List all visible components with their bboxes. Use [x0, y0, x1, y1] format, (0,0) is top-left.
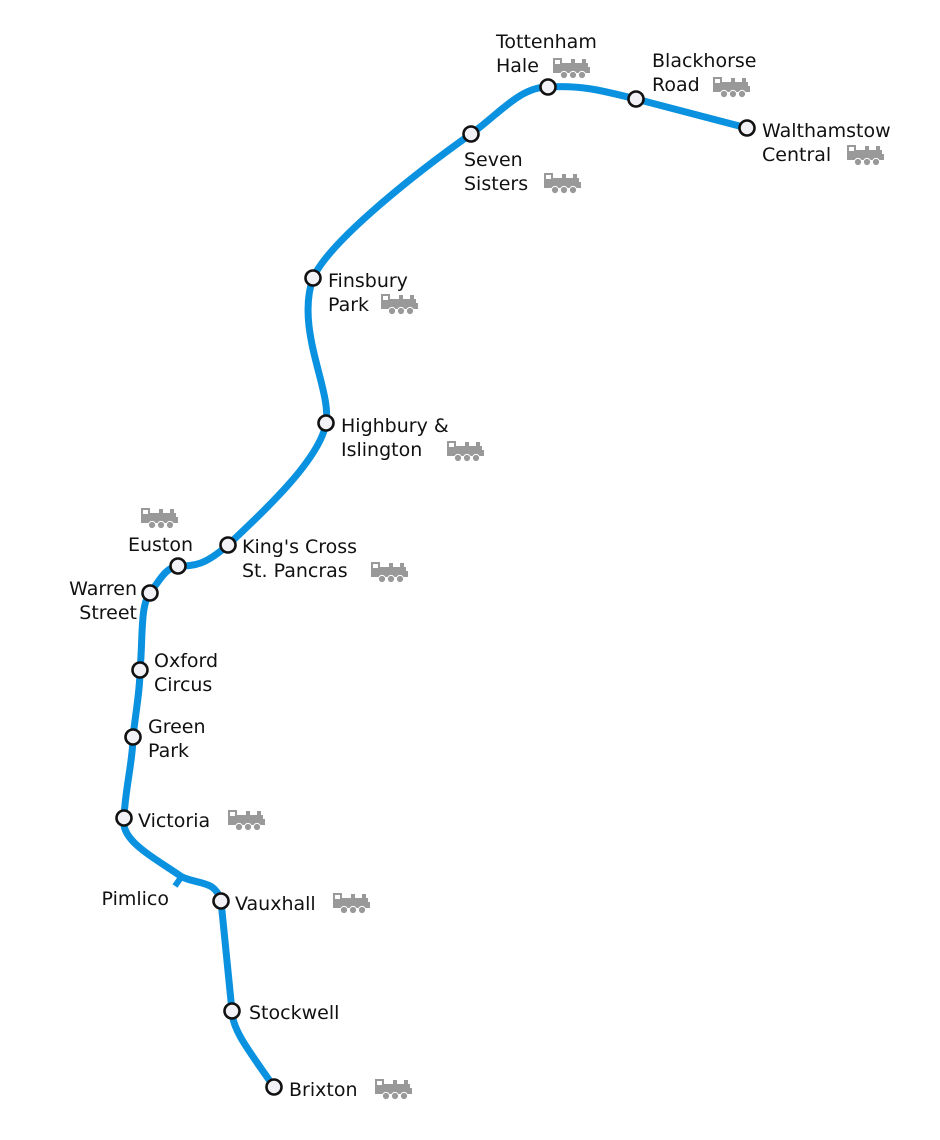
station-victoria[interactable]: Victoria	[115, 809, 266, 832]
national-rail-train-icon	[380, 293, 419, 316]
station-vauxhall[interactable]: Vauxhall	[212, 892, 371, 915]
station-marker[interactable]	[304, 269, 322, 287]
station-label-line: Finsbury	[328, 270, 408, 292]
station-euston[interactable]: Euston	[128, 507, 193, 575]
station-stockwell[interactable]: Stockwell	[223, 1002, 340, 1024]
victoria-line-route	[120, 83, 751, 1091]
station-label: Vauxhall	[235, 893, 316, 915]
station-label-line: St. Pancras	[242, 560, 348, 582]
station-label-line: Oxford	[154, 650, 218, 672]
station-label-line: Vauxhall	[235, 893, 316, 915]
station-label: Highbury &Islington	[341, 415, 449, 461]
station-tick-marker[interactable]	[172, 874, 185, 888]
station-marker[interactable]	[131, 661, 149, 679]
station-label-line: Brixton	[289, 1079, 358, 1101]
station-brixton[interactable]: Brixton	[265, 1078, 413, 1101]
station-label-line: Euston	[128, 534, 193, 556]
station-label-line: King's Cross	[242, 536, 357, 558]
station-label-line: Blackhorse	[652, 50, 756, 72]
station-label-line: Walthamstow	[762, 120, 891, 142]
national-rail-train-icon	[712, 76, 751, 99]
station-marker[interactable]	[317, 414, 335, 432]
station-label-line: Warren	[69, 578, 137, 600]
national-rail-train-icon	[332, 892, 371, 915]
station-label-line: Highbury &	[341, 415, 449, 437]
station-label: Brixton	[289, 1079, 358, 1101]
station-label-line: Pimlico	[102, 888, 169, 910]
station-label: Pimlico	[102, 888, 169, 910]
national-rail-train-icon	[374, 1078, 413, 1101]
national-rail-train-icon	[370, 561, 409, 584]
national-rail-train-icon	[446, 440, 485, 463]
station-label-line: Tottenham	[495, 31, 597, 53]
station-marker[interactable]	[115, 809, 133, 827]
station-label-line: Islington	[341, 439, 422, 461]
station-marker[interactable]	[462, 125, 480, 143]
station-marker[interactable]	[223, 1002, 241, 1020]
national-rail-train-icon	[140, 507, 179, 530]
station-label-line: Seven	[464, 149, 523, 171]
national-rail-train-icon	[227, 809, 266, 832]
national-rail-train-icon	[846, 144, 885, 167]
station-label-line: Road	[652, 74, 700, 96]
station-marker[interactable]	[124, 728, 142, 746]
station-marker[interactable]	[141, 584, 159, 602]
station-label-line: Stockwell	[249, 1002, 339, 1024]
station-label-line: Green	[148, 716, 206, 738]
station-marker[interactable]	[265, 1078, 283, 1096]
station-highbury[interactable]: Highbury &Islington	[317, 414, 485, 463]
station-label-line: Park	[148, 740, 189, 762]
station-label-line: Circus	[154, 674, 212, 696]
station-label-line: Victoria	[138, 810, 210, 832]
station-marker[interactable]	[539, 78, 557, 96]
station-label-line: Street	[79, 602, 137, 624]
station-label: Victoria	[138, 810, 210, 832]
station-marker[interactable]	[219, 536, 237, 554]
station-label-line: Central	[762, 144, 831, 166]
national-rail-train-icon	[543, 172, 582, 195]
station-label: Stockwell	[249, 1002, 339, 1024]
station-pimlico[interactable]: Pimlico	[102, 874, 185, 910]
station-label: Euston	[128, 534, 193, 556]
national-rail-train-icon	[552, 57, 591, 80]
station-marker[interactable]	[738, 119, 756, 137]
station-marker[interactable]	[212, 892, 230, 910]
station-label-line: Hale	[496, 55, 539, 77]
station-label-line: Sisters	[464, 173, 528, 195]
station-label-line: Park	[328, 294, 369, 316]
station-marker[interactable]	[169, 557, 187, 575]
station-marker[interactable]	[627, 90, 645, 108]
